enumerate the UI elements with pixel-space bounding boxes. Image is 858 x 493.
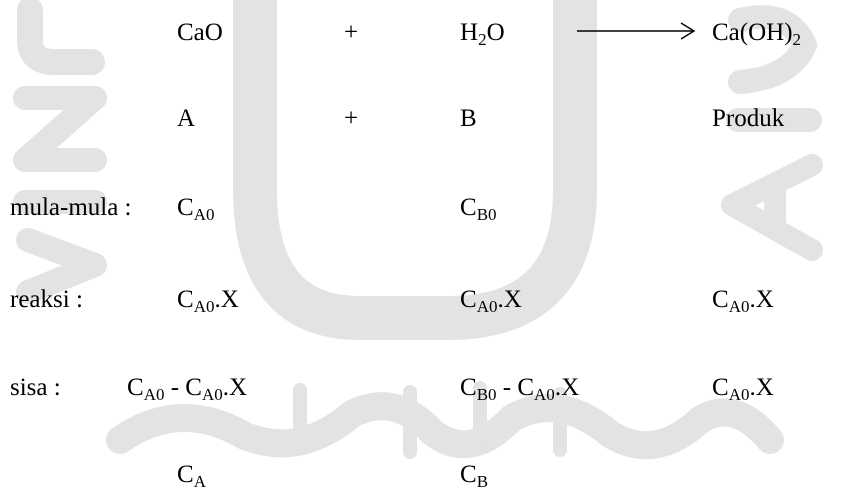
watermark-letter-v — [16, 228, 107, 304]
mula-a: CA0 — [177, 194, 215, 224]
label-a: A — [177, 105, 196, 132]
watermark-letter-a-right — [721, 154, 823, 261]
watermark-letter-s-right — [728, 5, 817, 94]
result-ca: CA — [177, 461, 206, 491]
plus-sign: + — [344, 105, 359, 132]
watermark-arch — [233, 0, 597, 340]
row-label-sisa: sisa : — [10, 374, 61, 401]
sisa-produk: CA0.X — [712, 374, 774, 404]
watermark-letter-u — [17, 0, 105, 75]
reaksi-b: CA0.X — [460, 286, 522, 316]
reaction-arrow-icon — [577, 22, 696, 40]
watermark-arabic-detail — [293, 381, 567, 459]
row-label-reaksi: reaksi : — [10, 286, 83, 313]
plus-sign: + — [344, 19, 359, 46]
reactant-water: H2O — [460, 19, 505, 49]
reaksi-a: CA0.X — [177, 286, 239, 316]
mula-b: CB0 — [460, 194, 497, 224]
reactant-cao: CaO — [177, 19, 223, 46]
watermark-letter-n — [13, 86, 107, 172]
product-calcium-hydroxide: Ca(OH)2 — [712, 19, 802, 49]
watermark-shapes — [13, 0, 823, 460]
row-label-mula: mula-mula : — [10, 194, 132, 221]
result-cb: CB — [460, 461, 489, 491]
label-b: B — [460, 105, 477, 132]
label-produk: Produk — [712, 105, 785, 132]
sisa-b: CB0 - CA0.X — [460, 374, 580, 404]
sisa-a: CA0 - CA0.X — [127, 374, 248, 404]
reaksi-produk: CA0.X — [712, 286, 774, 316]
watermark-arabic-band — [106, 392, 784, 460]
